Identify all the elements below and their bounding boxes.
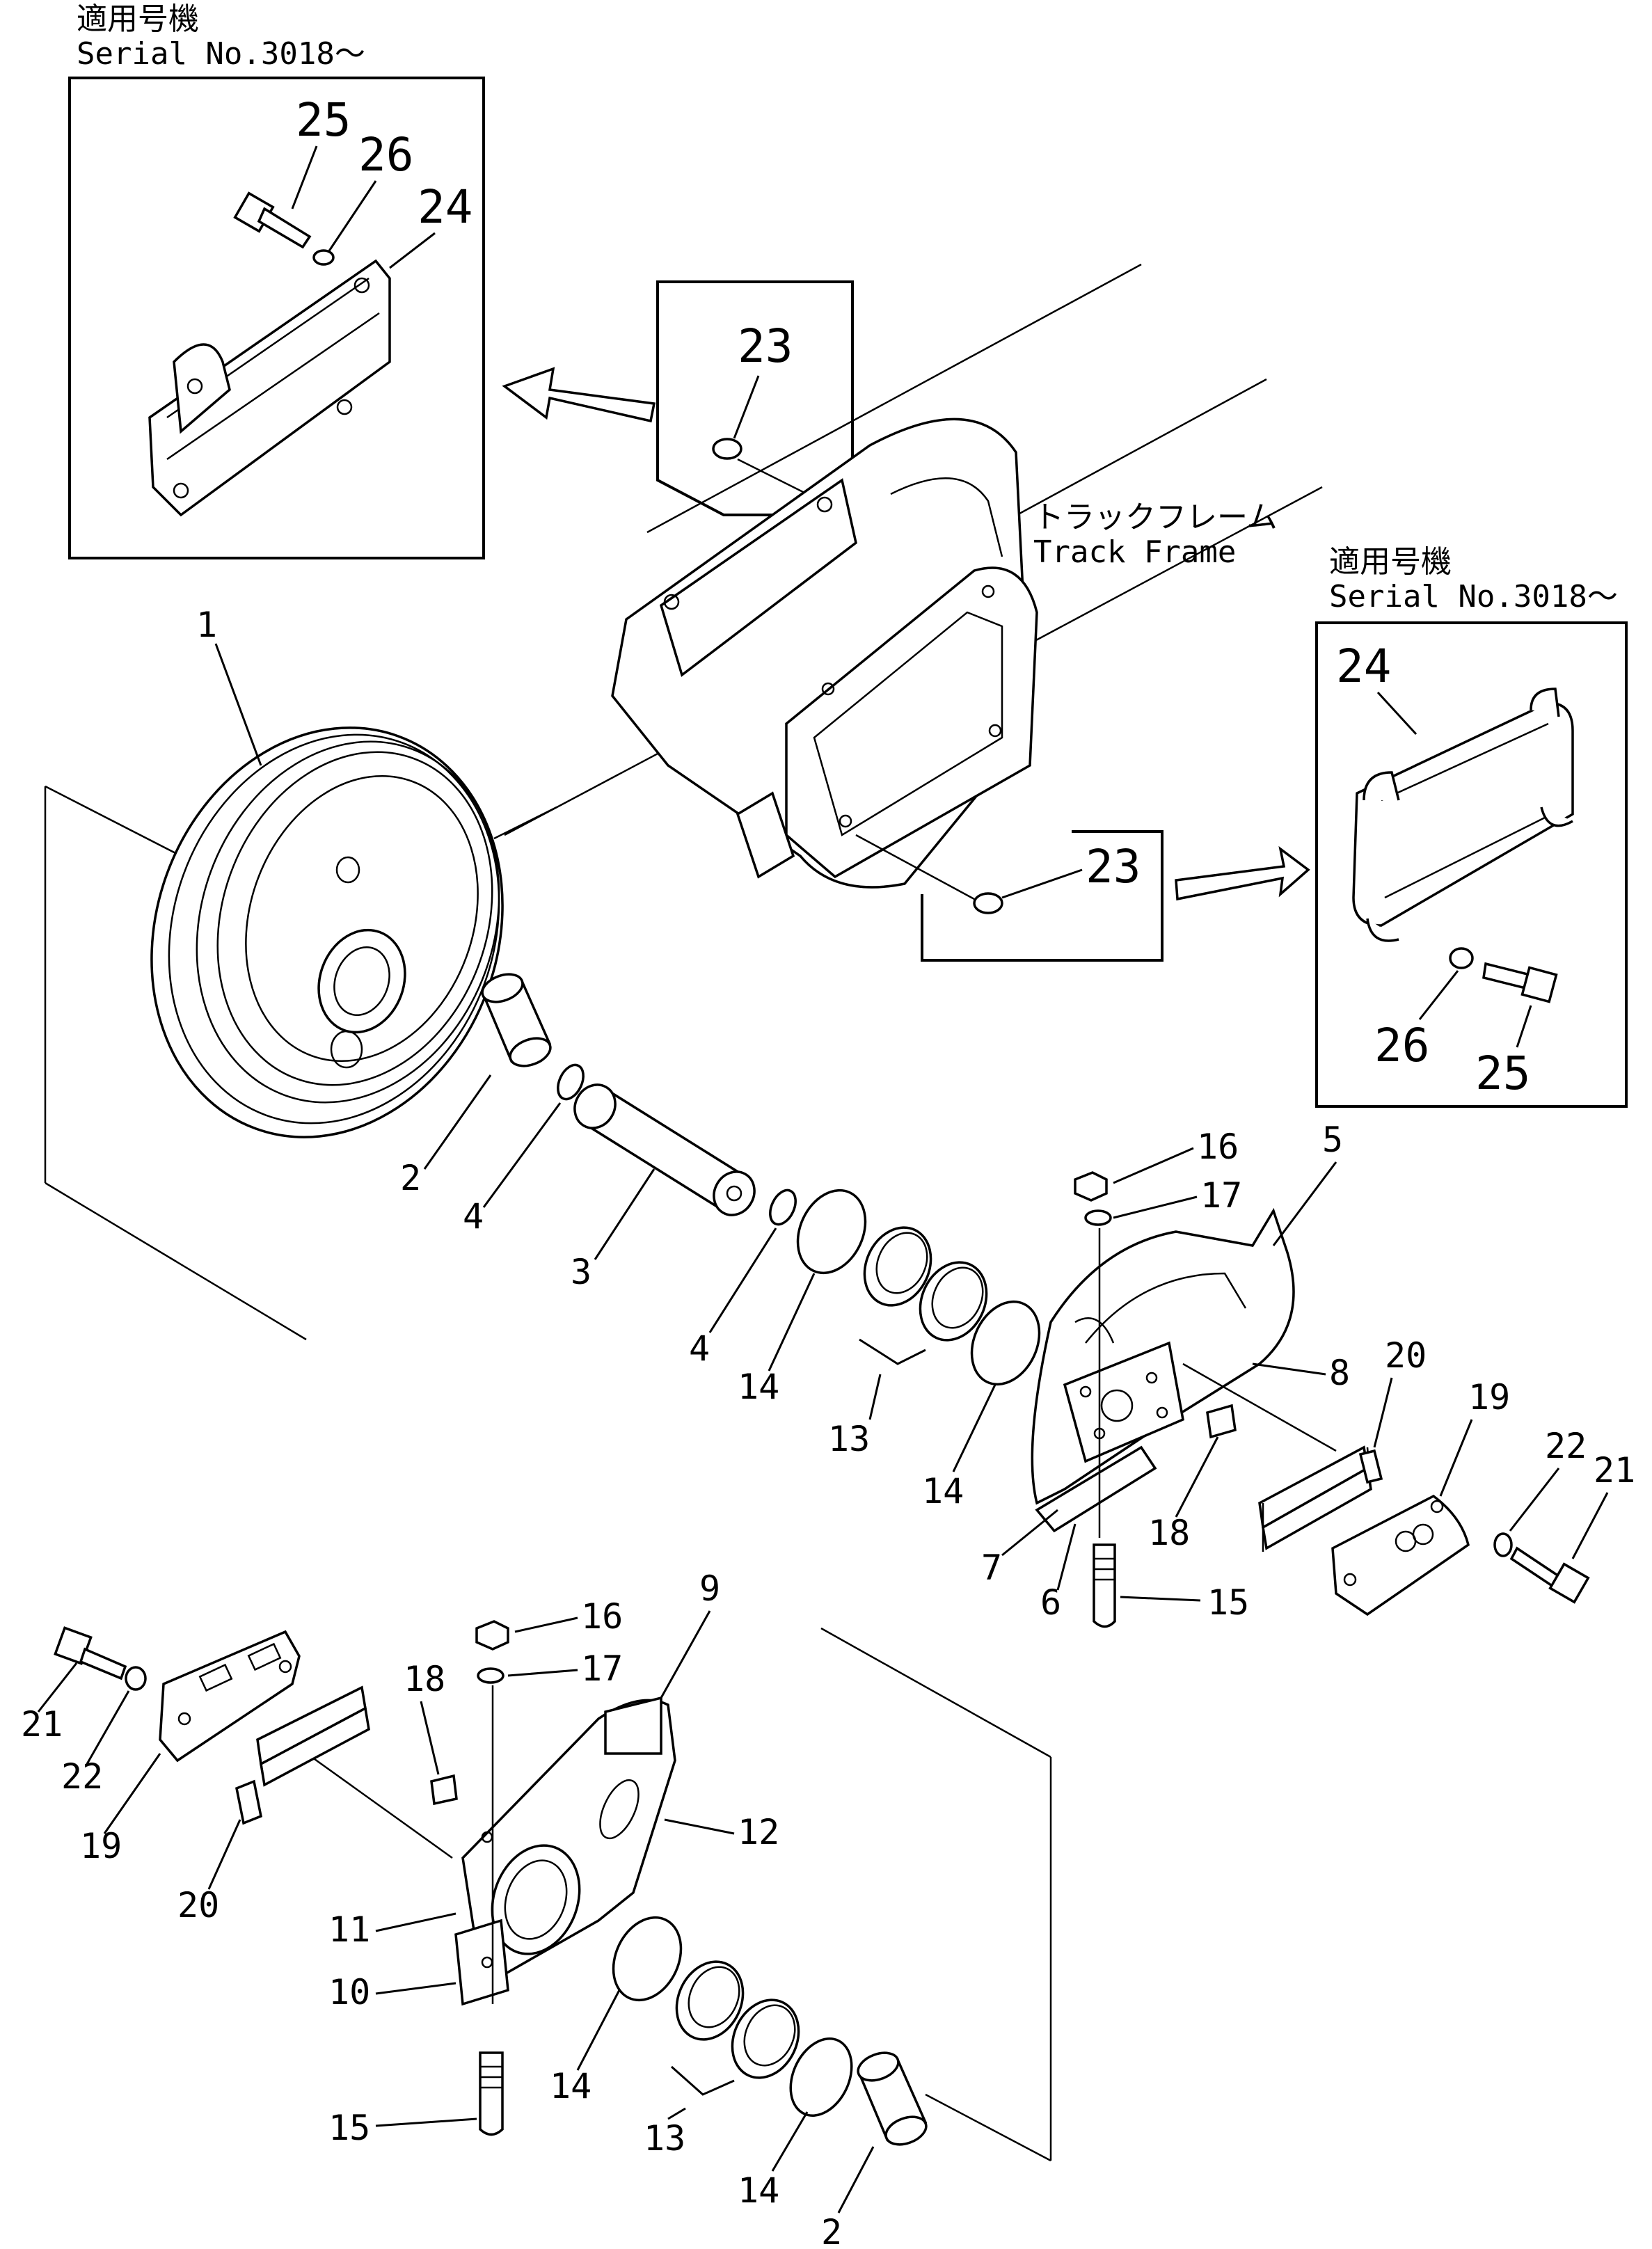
shaft-icon bbox=[573, 1083, 756, 1216]
part-label-1: 1 bbox=[196, 605, 217, 645]
pin-icon bbox=[973, 892, 1003, 914]
bushing-icon bbox=[857, 2051, 928, 2146]
serial-header-jp-left: 適用号機 bbox=[77, 1, 199, 37]
part-label-7: 7 bbox=[981, 1548, 1002, 1588]
o-ring-icon bbox=[769, 1189, 797, 1226]
part-label-16b: 16 bbox=[581, 1596, 623, 1637]
bushing-icon bbox=[481, 973, 552, 1067]
part-label-13a: 13 bbox=[828, 1419, 870, 1459]
nut-icon bbox=[475, 1620, 509, 1651]
inset-tl-label-26: 26 bbox=[358, 128, 413, 182]
bracket-left bbox=[454, 1627, 1052, 2162]
track-frame-jp: トラックフレーム bbox=[1033, 500, 1278, 535]
inset-tl-label-25: 25 bbox=[296, 93, 351, 147]
part-label-18b: 18 bbox=[404, 1659, 445, 1699]
part-label-18a: 18 bbox=[1148, 1513, 1190, 1553]
stud-icon bbox=[479, 2051, 504, 2136]
bolt-icon bbox=[233, 191, 312, 249]
part-label-2b: 2 bbox=[821, 2212, 842, 2249]
part-label-21a: 21 bbox=[1594, 1450, 1635, 1491]
part-label-5: 5 bbox=[1322, 1120, 1343, 1160]
bracket-right bbox=[1031, 1207, 1295, 1533]
o-ring-icon bbox=[612, 1916, 683, 2002]
part-label-13b: 13 bbox=[644, 2118, 685, 2159]
bolt-icon bbox=[1482, 962, 1558, 1003]
part-label-22b: 22 bbox=[61, 1756, 103, 1797]
part-label-9: 9 bbox=[699, 1568, 720, 1609]
washer-icon bbox=[1084, 1209, 1112, 1226]
part-label-20b: 20 bbox=[177, 1885, 219, 1925]
arrow-icon bbox=[502, 367, 656, 423]
part-label-14b: 14 bbox=[922, 1471, 964, 1511]
part-label-4b: 4 bbox=[689, 1328, 710, 1369]
o-ring-icon bbox=[789, 2037, 853, 2117]
o-ring-icon bbox=[557, 1063, 585, 1101]
part-label-21b: 21 bbox=[21, 1704, 63, 1745]
grease-fitting-icon bbox=[430, 1774, 458, 1806]
part-label-14a: 14 bbox=[738, 1367, 779, 1407]
part-label-14c: 14 bbox=[550, 2066, 591, 2106]
part-label-19b: 19 bbox=[80, 1826, 122, 1866]
bolt-icon bbox=[1509, 1546, 1590, 1604]
floating-seal-icon bbox=[863, 1226, 988, 1342]
serial-header-right: Serial No.3018～ bbox=[1329, 579, 1618, 614]
shim-icon bbox=[235, 1779, 263, 1825]
floating-seal-icon bbox=[675, 1960, 800, 2079]
inset-top-left: 25 26 24 bbox=[68, 77, 485, 559]
inset-r-label-26: 26 bbox=[1374, 1019, 1429, 1072]
part-label-14d: 14 bbox=[738, 2170, 779, 2211]
washer-icon bbox=[312, 249, 335, 266]
nut-icon bbox=[1074, 1171, 1108, 1202]
guide-plate-icon bbox=[159, 1630, 301, 1763]
grease-fitting-icon bbox=[1206, 1404, 1237, 1439]
washer-icon bbox=[125, 1666, 147, 1691]
part-label-15a: 15 bbox=[1207, 1582, 1249, 1623]
guard-plate-icon bbox=[1352, 688, 1574, 942]
arrow-icon bbox=[1175, 845, 1310, 901]
part-label-19a: 19 bbox=[1468, 1377, 1510, 1417]
part-label-15b: 15 bbox=[328, 2108, 370, 2148]
washer-icon bbox=[1493, 1532, 1513, 1557]
callout-box-23-bottom: 23 bbox=[855, 830, 1163, 962]
shim-plate-icon bbox=[256, 1685, 370, 1787]
guide-plate-icon bbox=[1331, 1494, 1470, 1616]
track-frame bbox=[504, 263, 1323, 889]
part-label-3: 3 bbox=[571, 1252, 591, 1292]
pin-icon bbox=[712, 438, 742, 460]
part-label-12: 12 bbox=[738, 1812, 779, 1852]
part-label-2a: 2 bbox=[400, 1158, 421, 1198]
part-label-4a: 4 bbox=[463, 1196, 484, 1237]
part-label-11: 11 bbox=[328, 1909, 370, 1950]
shim-icon bbox=[1358, 1449, 1383, 1484]
part-label-16a: 16 bbox=[1197, 1127, 1239, 1167]
stud-icon bbox=[1093, 1543, 1116, 1628]
o-ring-icon bbox=[970, 1300, 1041, 1386]
inset-r-label-24: 24 bbox=[1336, 639, 1391, 693]
part-label-17a: 17 bbox=[1200, 1175, 1242, 1216]
track-frame-en: Track Frame bbox=[1033, 534, 1236, 570]
idler-wheel bbox=[44, 726, 557, 1341]
part-label-10: 10 bbox=[328, 1972, 370, 2012]
part-label-22a: 22 bbox=[1545, 1426, 1587, 1466]
part-label-17b: 17 bbox=[581, 1648, 623, 1689]
inset-tl-label-24: 24 bbox=[418, 180, 472, 234]
part-label-8: 8 bbox=[1329, 1353, 1350, 1393]
inset-r-label-25: 25 bbox=[1475, 1047, 1530, 1100]
callout-23-bottom-label: 23 bbox=[1086, 840, 1141, 893]
washer-icon bbox=[1449, 947, 1474, 969]
serial-header-left: Serial No.3018～ bbox=[77, 36, 365, 72]
callout-box-23-top: 23 bbox=[656, 280, 854, 516]
part-label-20a: 20 bbox=[1385, 1335, 1427, 1376]
serial-header-jp-right: 適用号機 bbox=[1329, 544, 1452, 580]
o-ring-icon bbox=[796, 1189, 867, 1275]
bolt-icon bbox=[54, 1626, 127, 1680]
callout-23-top-label: 23 bbox=[738, 319, 793, 373]
inset-right: 24 26 25 bbox=[1315, 621, 1628, 1108]
guard-plate-icon bbox=[148, 259, 391, 517]
washer-icon bbox=[477, 1667, 505, 1684]
